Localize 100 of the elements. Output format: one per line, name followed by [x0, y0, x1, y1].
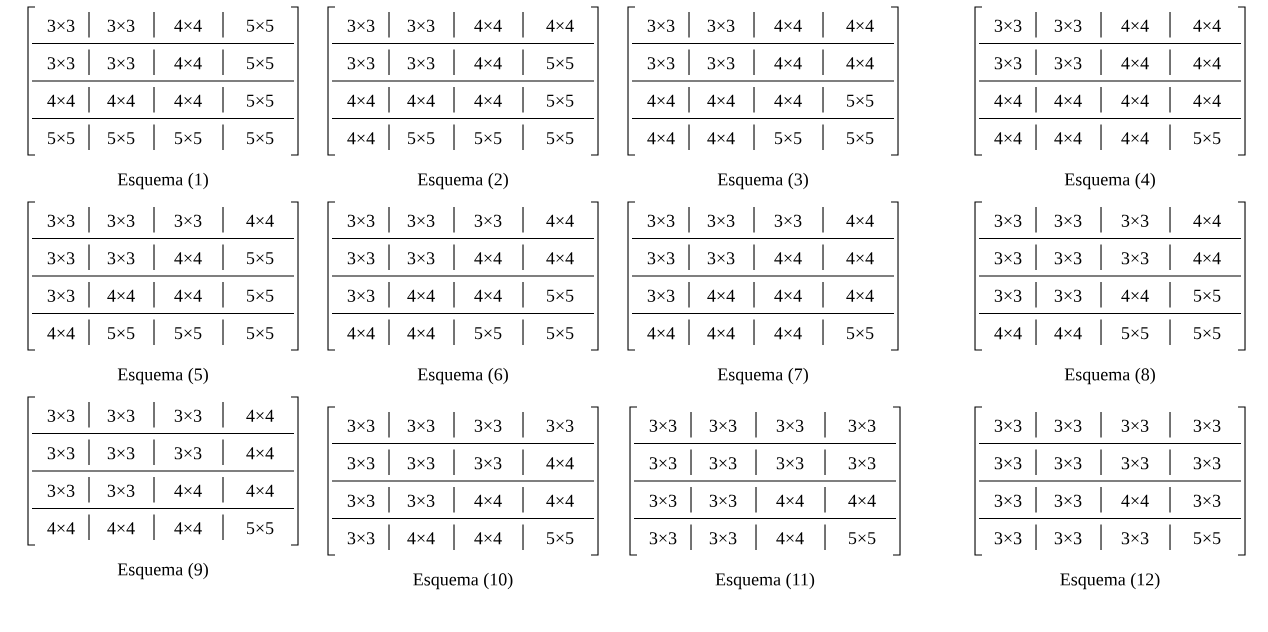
entry-text: 5×5: [247, 132, 274, 145]
entry-text: 3×3: [848, 457, 876, 470]
entry-text: 4×4: [474, 94, 502, 107]
entry-text: 4×4: [846, 57, 874, 70]
entry-text: 3×3: [474, 214, 502, 227]
entry-text: 4×4: [174, 57, 202, 70]
entry-text: 3×3: [1054, 289, 1082, 302]
entry-text: 4×4: [174, 522, 202, 535]
entry-text: 4×4: [546, 252, 574, 265]
entry-text: 5×5: [1194, 289, 1221, 302]
entry-text: 5×5: [1194, 327, 1221, 340]
caption-text: Esquema (5): [117, 367, 208, 385]
entry-text: 3×3: [107, 409, 135, 422]
entry-text: 3×3: [407, 252, 435, 265]
entry-text: 3×3: [707, 214, 735, 227]
entry-text: 3×3: [107, 57, 135, 70]
entry-text: 4×4: [647, 94, 675, 107]
entry-text: 3×3: [994, 494, 1022, 507]
entry-text: 3×3: [1121, 532, 1149, 545]
entry-text: 3×3: [174, 409, 202, 422]
entry-text: 4×4: [774, 57, 802, 70]
entry-text: 5×5: [847, 94, 874, 107]
entry-text: 3×3: [994, 419, 1022, 432]
entry-text: 4×4: [546, 457, 574, 470]
entry-text: 3×3: [1121, 214, 1149, 227]
entry-text: 4×4: [1121, 94, 1149, 107]
entry-text: 5×5: [475, 327, 502, 340]
entry-text: 4×4: [107, 94, 135, 107]
entry-text: 4×4: [107, 522, 135, 535]
entry-text: 4×4: [776, 494, 804, 507]
entry-text: 3×3: [347, 494, 375, 507]
entry-text: 3×3: [107, 19, 135, 32]
entry-text: 3×3: [347, 57, 375, 70]
entry-text: 5×5: [547, 57, 574, 70]
entry-text: 3×3: [107, 252, 135, 265]
entry-text: 4×4: [407, 532, 435, 545]
entry-text: 3×3: [407, 19, 435, 32]
entry-text: 3×3: [649, 494, 677, 507]
entry-text: 3×3: [709, 532, 737, 545]
entry-text: 3×3: [649, 419, 677, 432]
caption-text: Esquema (10): [413, 572, 513, 590]
entry-text: 3×3: [47, 57, 75, 70]
entry-text: 3×3: [474, 457, 502, 470]
entry-text: 4×4: [1121, 19, 1149, 32]
entry-text: 3×3: [347, 289, 375, 302]
entry-text: 3×3: [107, 447, 135, 460]
entry-text: 3×3: [707, 19, 735, 32]
entry-text: 3×3: [347, 214, 375, 227]
entry-text: 4×4: [1054, 94, 1082, 107]
entry-text: 3×3: [47, 484, 75, 497]
entry-text: 4×4: [1054, 327, 1082, 340]
entry-text: 4×4: [774, 289, 802, 302]
entry-text: 4×4: [1193, 252, 1221, 265]
entry-text: 3×3: [1054, 457, 1082, 470]
entry-text: 4×4: [774, 252, 802, 265]
entry-text: 5×5: [547, 132, 574, 145]
entry-text: 3×3: [347, 419, 375, 432]
entry-text: 4×4: [774, 19, 802, 32]
entry-text: 3×3: [1054, 532, 1082, 545]
entry-text: 3×3: [774, 214, 802, 227]
entry-text: 3×3: [107, 484, 135, 497]
entry-text: 4×4: [47, 522, 75, 535]
entry-text: 4×4: [174, 252, 202, 265]
entry-text: 5×5: [247, 94, 274, 107]
entry-text: 5×5: [247, 522, 274, 535]
entry-text: 4×4: [1193, 94, 1221, 107]
entry-text: 4×4: [774, 94, 802, 107]
caption-text: Esquema (7): [717, 367, 808, 385]
entry-text: 5×5: [247, 252, 274, 265]
entry-text: 3×3: [347, 252, 375, 265]
entry-text: 4×4: [776, 532, 804, 545]
entry-text: 3×3: [174, 447, 202, 460]
entry-text: 4×4: [994, 94, 1022, 107]
entry-text: 4×4: [546, 214, 574, 227]
entry-text: 5×5: [847, 327, 874, 340]
entry-text: 3×3: [707, 57, 735, 70]
entry-text: 4×4: [174, 484, 202, 497]
entry-text: 5×5: [408, 132, 435, 145]
entry-text: 4×4: [774, 327, 802, 340]
entry-text: 3×3: [347, 532, 375, 545]
entry-text: 4×4: [707, 132, 735, 145]
caption-text: Esquema (6): [417, 367, 508, 385]
entry-text: 3×3: [994, 214, 1022, 227]
entry-text: 3×3: [647, 252, 675, 265]
entry-text: 3×3: [1193, 457, 1221, 470]
caption-text: Esquema (9): [117, 562, 208, 580]
caption-text: Esquema (2): [417, 172, 508, 190]
entry-text: 4×4: [407, 327, 435, 340]
entry-text: 5×5: [108, 132, 135, 145]
entry-text: 4×4: [707, 327, 735, 340]
entry-text: 4×4: [1193, 214, 1221, 227]
entry-text: 3×3: [47, 19, 75, 32]
entry-text: 4×4: [407, 289, 435, 302]
entry-text: 3×3: [994, 532, 1022, 545]
entry-text: 3×3: [407, 494, 435, 507]
caption-text: Esquema (8): [1064, 367, 1155, 385]
entry-text: 4×4: [246, 484, 274, 497]
entry-text: 4×4: [846, 252, 874, 265]
caption-text: Esquema (12): [1060, 572, 1160, 590]
entry-text: 3×3: [776, 419, 804, 432]
